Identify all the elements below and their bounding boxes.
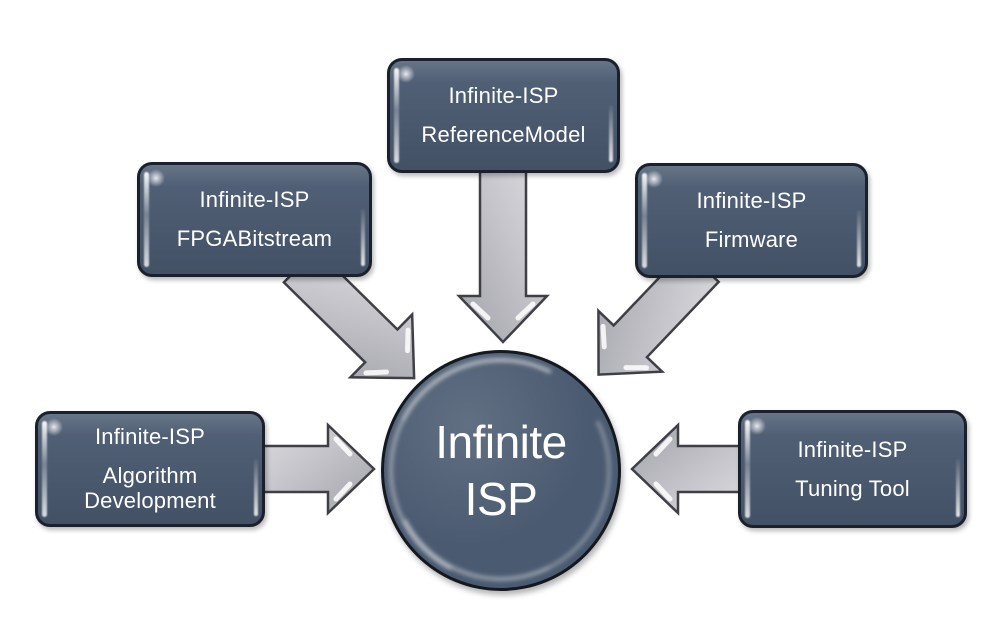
node-title: Infinite-ISP	[199, 187, 310, 213]
node-algorithm-development: Infinite-ISP Algorithm Development	[35, 411, 265, 527]
node-infinite-isp-center: Infinite ISP	[381, 350, 621, 591]
node-subtitle: Tuning Tool	[795, 475, 910, 501]
node-subtitle: ReferenceModel	[421, 122, 586, 147]
arrow-algorithm-development-to-center	[260, 422, 376, 516]
node-title: Infinite-ISP	[696, 188, 807, 214]
node-title: Infinite-ISP	[94, 423, 205, 449]
arrow-fpga-bitstream-to-center	[282, 247, 416, 380]
node-subtitle: FPGABitstream	[176, 226, 333, 251]
node-subtitle: Algorithm Development	[84, 462, 216, 514]
center-title-line1: Infinite	[435, 416, 567, 469]
arrow-tuning-tool-to-center	[630, 422, 746, 516]
node-title: Infinite-ISP	[797, 436, 908, 462]
center-title-line2: ISP	[464, 472, 538, 525]
node-fpga-bitstream: Infinite-ISP FPGABitstream	[137, 162, 372, 277]
arrow-reference-model-to-center	[456, 164, 550, 344]
node-subtitle: Firmware	[704, 227, 799, 252]
node-reference-model: Infinite-ISP ReferenceModel	[387, 58, 620, 173]
node-title: Infinite-ISP	[448, 83, 559, 109]
node-firmware: Infinite-ISP Firmware	[635, 163, 868, 278]
node-tuning-tool: Infinite-ISP Tuning Tool	[738, 410, 967, 528]
